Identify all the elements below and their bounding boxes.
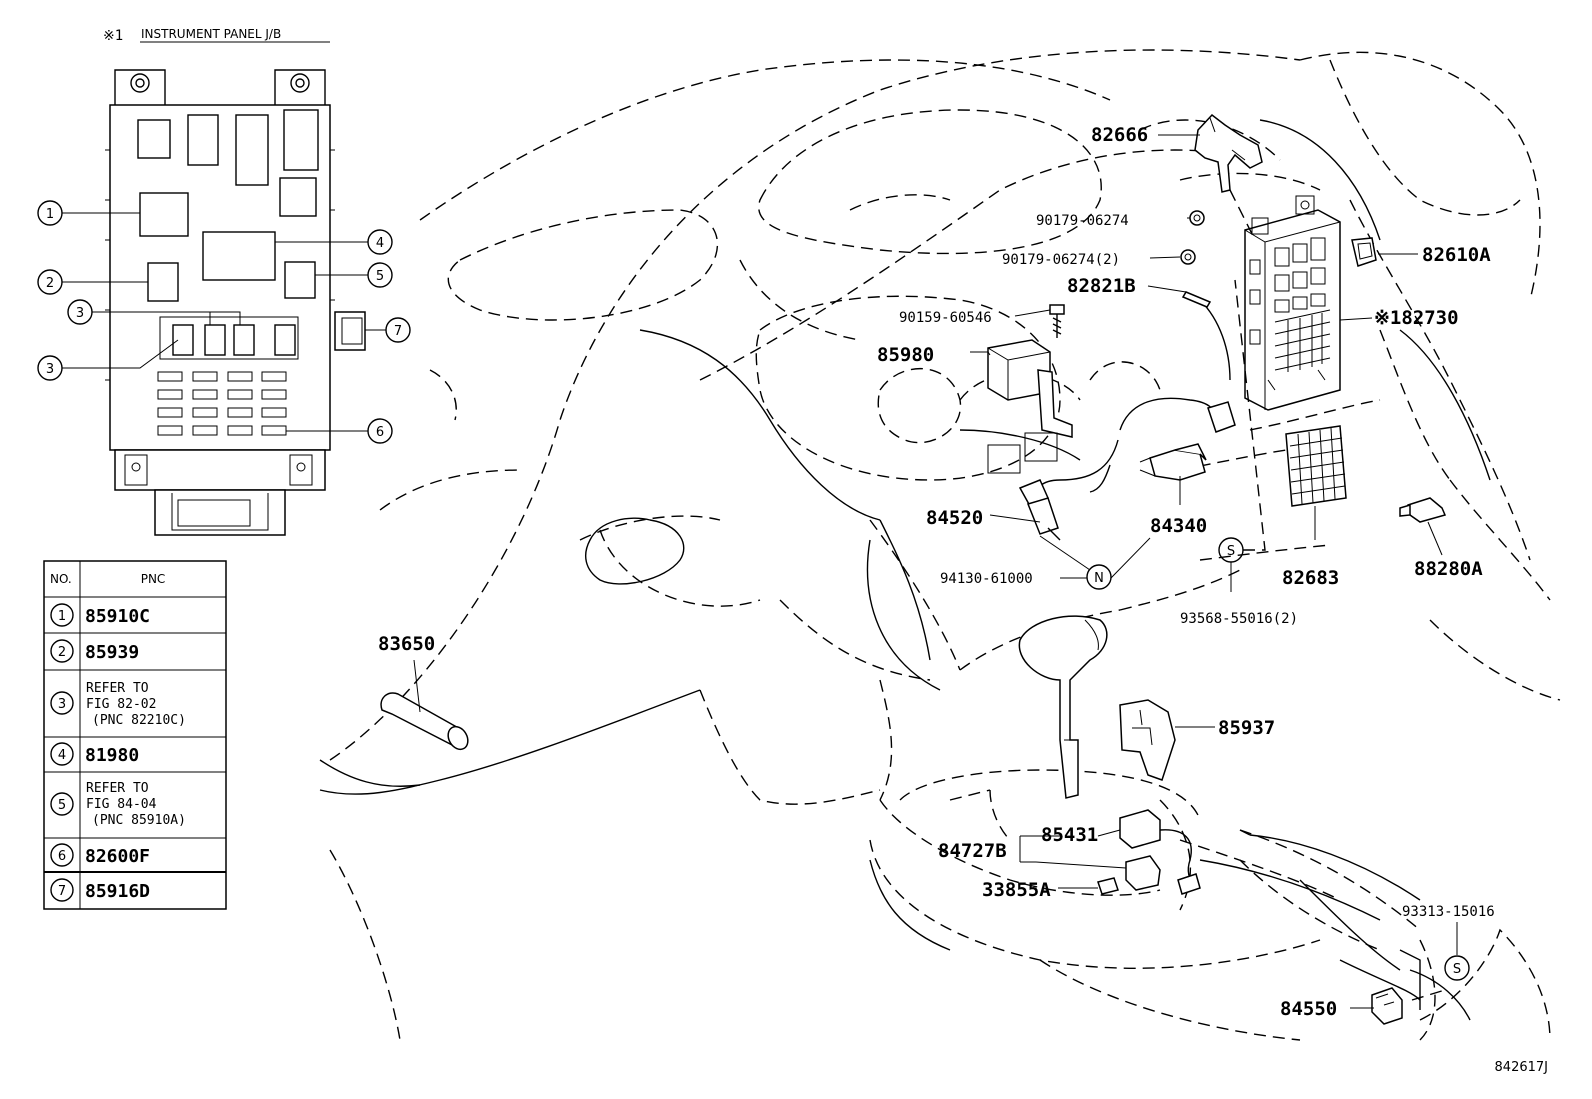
leader-lines xyxy=(413,134,1458,1009)
label-94130-61000: 94130-61000 xyxy=(940,571,1033,587)
label-82610a: 82610A xyxy=(1422,244,1491,266)
jb-callouts: 1 2 3 3 4 5 7 6 xyxy=(37,200,411,444)
table-row-7-no: 7 xyxy=(58,884,66,899)
bracket-85937-drawing xyxy=(1119,699,1176,781)
table-row-6-pnc: 82600F xyxy=(85,846,150,867)
table-row-4-pnc: 81980 xyxy=(85,745,139,766)
table-row-4-no: 4 xyxy=(58,748,66,763)
screw-symbol-s1: S xyxy=(1227,544,1235,559)
label-93313-15016: 93313-15016 xyxy=(1402,904,1495,920)
table-row-2-no: 2 xyxy=(58,645,66,660)
table-row-6-no: 6 xyxy=(58,849,66,864)
harness-84520-drawing xyxy=(1018,397,1236,541)
label-88280a: 88280A xyxy=(1414,558,1483,580)
table-row-3-line-1: REFER TO xyxy=(86,681,149,696)
label-90159-60546: 90159-60546 xyxy=(899,310,992,326)
label-84550: 84550 xyxy=(1280,998,1337,1020)
callout-5: 5 xyxy=(376,269,384,284)
callout-7: 7 xyxy=(394,324,402,339)
part-84550-drawing xyxy=(1371,987,1403,1025)
table-row-2-pnc: 85939 xyxy=(85,642,139,663)
label-82666: 82666 xyxy=(1091,124,1148,146)
callout-6: 6 xyxy=(376,425,384,440)
table-header-pnc: PNC xyxy=(141,572,166,586)
symbol-markers: N S S xyxy=(1086,537,1470,981)
switch-85431-drawing xyxy=(1097,809,1201,895)
connector-82610a-drawing xyxy=(1351,237,1377,267)
label-83650: 83650 xyxy=(378,633,435,655)
junction-box-drawing: ※1 INSTRUMENT PANEL J/B xyxy=(103,27,366,536)
part-labels: 82666 90179-06274 90179-06274(2) 82821B … xyxy=(378,124,1548,1075)
label-93568-55016-2: 93568-55016(2) xyxy=(1180,611,1298,627)
callout-4: 4 xyxy=(376,236,384,251)
dashboard-outline xyxy=(329,49,1561,1041)
label-90179-06274-2: 90179-06274(2) xyxy=(1002,252,1120,268)
switch-84340-drawing xyxy=(1139,443,1207,481)
table-row-5-line-3: (PNC 85910A) xyxy=(92,813,186,828)
label-84727b: 84727B xyxy=(938,840,1007,862)
sensor-88280a-drawing xyxy=(1399,497,1447,523)
relay-85980-drawing xyxy=(987,339,1073,474)
screw-90159-drawing xyxy=(1049,304,1065,338)
label-82683: 82683 xyxy=(1282,567,1339,589)
jb-title: INSTRUMENT PANEL J/B xyxy=(141,27,281,41)
label-85980: 85980 xyxy=(877,344,934,366)
label-85431: 85431 xyxy=(1041,824,1098,846)
pnc-table: NO. PNC 1 85910C 2 85939 3 REFER TO FIG … xyxy=(43,560,227,910)
label-182730: ※182730 xyxy=(1374,307,1459,329)
figure-code: 842617J xyxy=(1495,1060,1548,1075)
table-row-5-no: 5 xyxy=(58,798,66,813)
label-85937: 85937 xyxy=(1218,717,1275,739)
screw-symbol-s2: S xyxy=(1453,962,1461,977)
label-84340: 84340 xyxy=(1150,515,1207,537)
label-90179-06274: 90179-06274 xyxy=(1036,213,1129,229)
table-row-3-line-2: FIG 82-02 xyxy=(86,697,156,712)
fuse-block-182730-drawing xyxy=(1244,195,1341,411)
label-33855a: 33855A xyxy=(982,879,1051,901)
pin-82821b-drawing xyxy=(1181,291,1212,308)
label-84520: 84520 xyxy=(926,507,983,529)
shift-knob-drawing xyxy=(1018,615,1108,799)
part-83650-drawing xyxy=(380,692,469,751)
nut-symbol-n: N xyxy=(1094,571,1104,586)
table-row-5-line-2: FIG 84-04 xyxy=(86,797,157,812)
callout-2: 2 xyxy=(46,276,54,291)
table-row-5-line-1: REFER TO xyxy=(86,781,149,796)
callout-1: 1 xyxy=(46,207,54,222)
label-82821b: 82821B xyxy=(1067,275,1136,297)
jb-mark: ※1 xyxy=(103,28,123,44)
bracket-82666-drawing xyxy=(1194,113,1263,193)
label-82683-drawing xyxy=(1285,425,1347,507)
callout-3b: 3 xyxy=(46,362,54,377)
table-row-3-no: 3 xyxy=(58,697,66,712)
table-row-7-pnc: 85916D xyxy=(85,881,150,902)
table-row-3-line-3: (PNC 82210C) xyxy=(92,713,186,728)
clip-90179-drawing xyxy=(1180,210,1205,265)
table-row-1-no: 1 xyxy=(58,609,66,624)
table-header-no: NO. xyxy=(50,572,72,586)
table-row-1-pnc: 85910C xyxy=(85,606,150,627)
callout-3a: 3 xyxy=(76,306,84,321)
